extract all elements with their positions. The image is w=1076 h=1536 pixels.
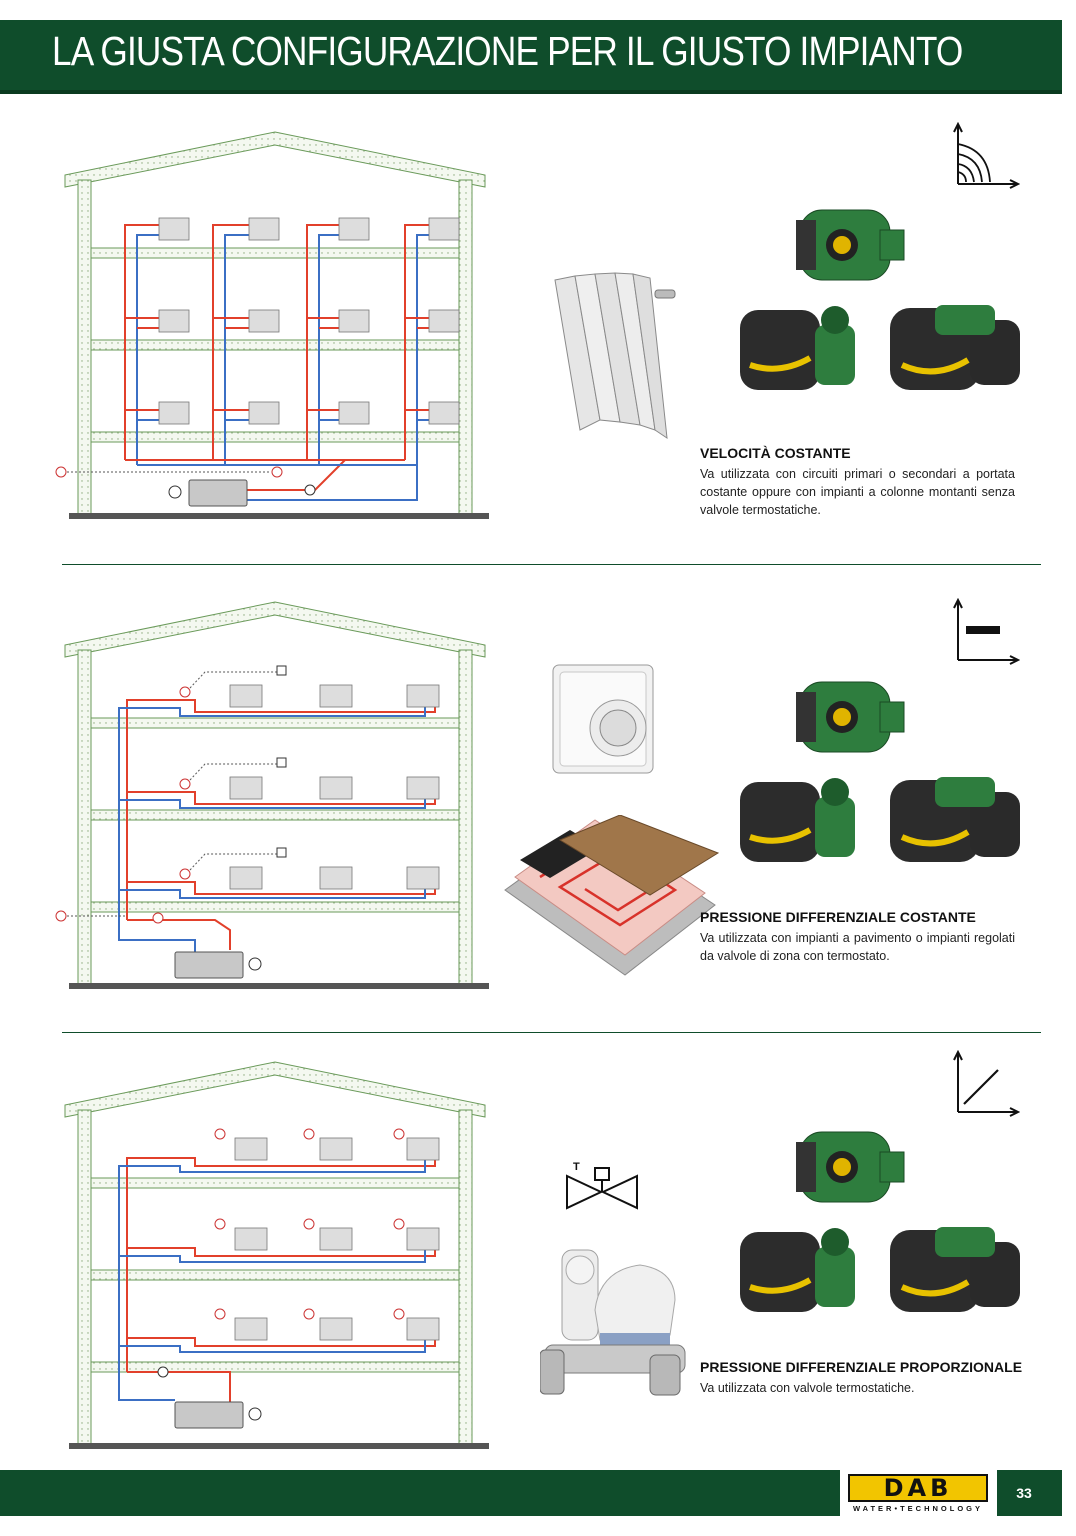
section-title-constant-pressure: PRESSIONE DIFFERENZIALE COSTANTE [700,909,976,925]
evosta-pump [796,1131,905,1203]
house-diagram-constant-pressure [55,601,489,989]
house-diagram-constant-speed [55,131,489,519]
room-thermostat-image [552,664,654,774]
cast-iron-radiator-image [554,272,676,440]
section-title-constant-speed: VELOCITÀ COSTANTE [700,445,851,461]
evoplus-large-pump [890,305,1020,390]
constant-speed-icon [953,122,1020,189]
logo-subtitle: WATER•TECHNOLOGY [852,1504,984,1513]
thermostatic-valve-image [540,1249,686,1396]
page-number: 33 [1016,1485,1032,1501]
evoplus-small-pump [740,306,855,390]
pump-group-2 [740,681,1020,862]
floor-heating-image [504,815,720,976]
page-header: LA GIUSTA CONFIGURAZIONE PER IL GIUSTO I… [0,20,1062,94]
dab-logo: DAB [848,1474,988,1502]
pump-group-1 [740,209,1020,390]
constant-pressure-icon [953,598,1020,665]
proportional-pressure-icon [953,1050,1020,1117]
house-diagram-proportional-pressure [64,1061,489,1449]
section-text-constant-pressure: Va utilizzata con impianti a pavimento o… [700,931,1015,963]
section-text-constant-speed: Va utilizzata con circuiti primari o sec… [700,467,1015,517]
section-divider [62,1032,1041,1033]
evoplus-large-pump [890,1227,1020,1312]
page-title: LA GIUSTA CONFIGURAZIONE PER IL GIUSTO I… [52,28,963,74]
pump-group-3 [740,1131,1020,1312]
thermostatic-valve-symbol: T [566,1161,638,1210]
evoplus-small-pump [740,1228,855,1312]
section-divider [62,564,1041,565]
evoplus-small-pump [740,778,855,862]
section-text-proportional-pressure: Va utilizzata con valvole termostatiche. [700,1381,915,1395]
evosta-pump [796,681,905,753]
evosta-pump [796,209,905,281]
section-title-proportional-pressure: PRESSIONE DIFFERENZIALE PROPORZIONALE [700,1359,1023,1375]
logo-text: DAB [883,1474,953,1502]
svg-text:T: T [573,1161,580,1173]
evoplus-large-pump [890,777,1020,862]
